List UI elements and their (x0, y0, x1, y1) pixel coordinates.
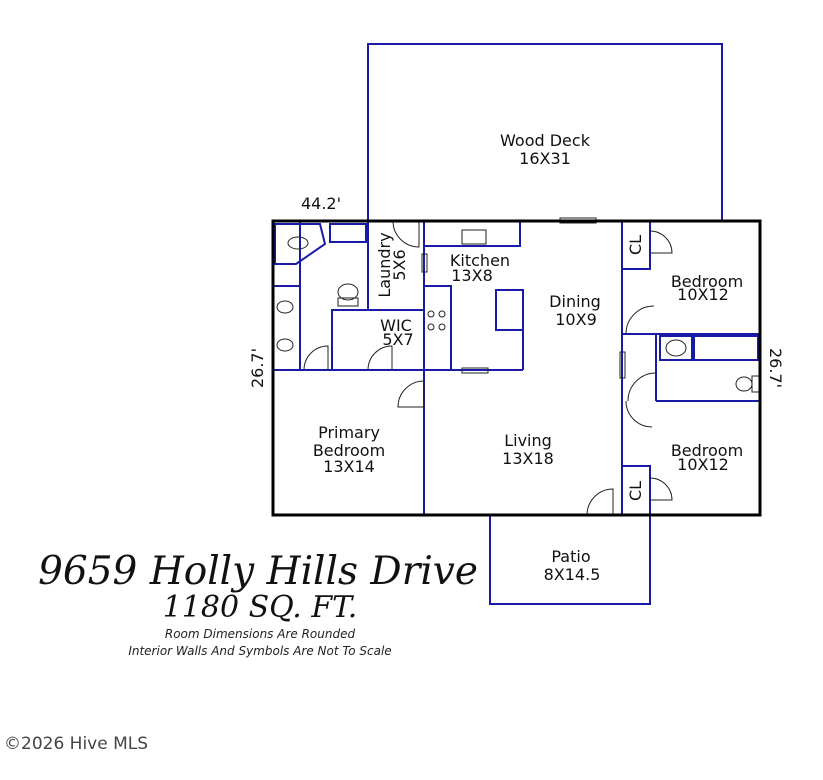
living-label: Living (504, 431, 552, 450)
primary-bedroom-size: 13X14 (323, 457, 375, 476)
dining-label: Dining (549, 292, 601, 311)
wic-size: 5X7 (382, 330, 413, 349)
note-line-2: Interior Walls And Symbols Are Not To Sc… (128, 644, 392, 658)
closet-bottom-label: CL (626, 481, 645, 501)
patio-label: Patio (551, 547, 590, 566)
wood-deck-label: Wood Deck (500, 131, 591, 150)
living-size: 13X18 (502, 449, 554, 468)
note-line-1: Room Dimensions Are Rounded (164, 627, 356, 641)
dimension-labels: 44.2' 26.7' 26.7' (248, 194, 785, 388)
wood-deck-size: 16X31 (519, 149, 571, 168)
wood-deck-outline (367, 43, 723, 221)
door-swings (303, 220, 673, 516)
room-labels: Wood Deck 16X31 Laundry 5X6 Kitchen 13X8… (313, 131, 743, 584)
laundry-size: 5X6 (390, 249, 409, 280)
bedroom-bottom-label: Bedroom (671, 441, 743, 460)
kitchen-label: Kitchen (450, 251, 510, 270)
width-dimension: 44.2' (301, 194, 341, 213)
patio-size: 8X14.5 (544, 565, 601, 584)
property-address-title: 9659 Holly Hills Drive (38, 549, 478, 594)
laundry-label: Laundry (375, 232, 394, 297)
kitchen-size: 13X8 (451, 266, 493, 285)
wic-label: WIC (380, 316, 412, 335)
bedroom-top-label: Bedroom (671, 272, 743, 291)
interior-walls (272, 220, 760, 516)
dining-size: 10X9 (555, 310, 597, 329)
exterior-walls (271, 219, 762, 517)
bedroom-top-size: 10X12 (677, 285, 729, 304)
left-height-dimension: 26.7' (248, 348, 267, 388)
bedroom-bottom-size: 10X12 (677, 455, 729, 474)
patio-outline (489, 515, 651, 605)
closet-top-label: CL (626, 235, 645, 255)
primary-bedroom-label-2: Bedroom (313, 441, 385, 460)
right-height-dimension: 26.7' (766, 348, 785, 388)
fixtures (276, 217, 761, 393)
square-footage: 1180 SQ. FT. (162, 590, 358, 625)
primary-bedroom-label-1: Primary (318, 423, 380, 442)
copyright-text: ©2026 Hive MLS (4, 734, 149, 754)
